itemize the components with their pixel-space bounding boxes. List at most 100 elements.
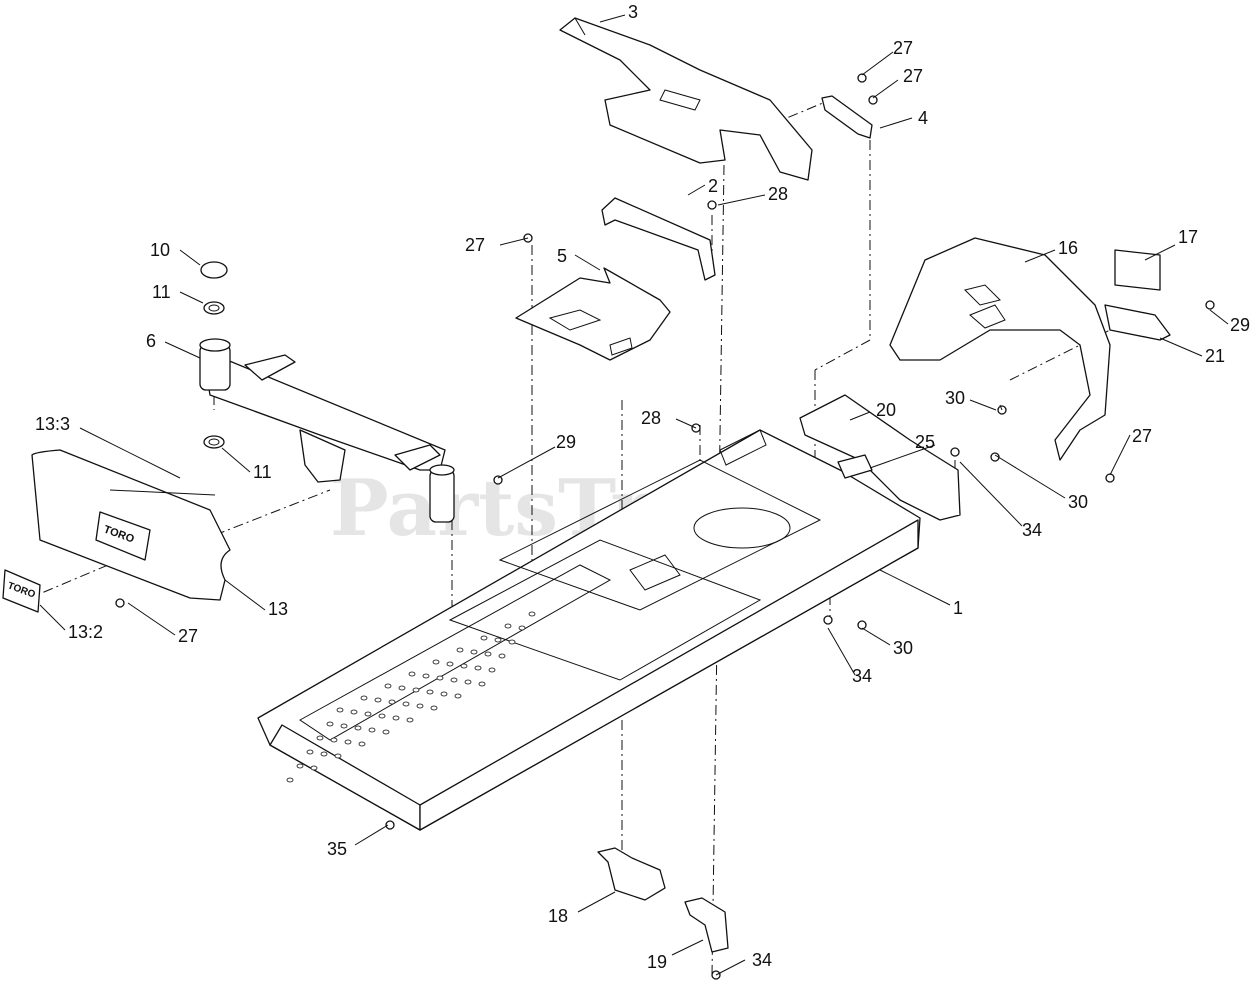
frame-hole — [392, 715, 400, 721]
frame-hole — [480, 635, 488, 641]
channel-bracket-2 — [601, 197, 716, 281]
bearing-11-bottom — [203, 435, 225, 449]
callout-25: 25 — [915, 432, 935, 452]
callout-35: 35 — [327, 839, 347, 859]
bracket-4 — [821, 95, 873, 139]
callout-28b: 28 — [641, 408, 661, 428]
callout-13-2: 13:2 — [68, 622, 103, 642]
fastener — [950, 447, 960, 457]
frame-hole — [484, 651, 492, 657]
frame-hole — [416, 703, 424, 709]
frame-hole — [470, 649, 478, 655]
frame-hole — [354, 725, 362, 731]
toro-logo-13-3 — [95, 511, 151, 561]
frame-hole — [474, 665, 482, 671]
frame-hole — [334, 753, 342, 759]
fastener — [493, 475, 503, 485]
callout-19: 19 — [647, 952, 667, 972]
callout-34b: 34 — [1022, 520, 1042, 540]
cap-10 — [200, 261, 228, 279]
frame-hole — [430, 705, 438, 711]
frame-hole — [464, 679, 472, 685]
callout-2: 2 — [708, 176, 718, 196]
frame-hole — [384, 683, 392, 689]
hardware — [115, 73, 1215, 980]
frame-hole — [388, 699, 396, 705]
frame-hole — [460, 663, 468, 669]
frame-hole — [360, 695, 368, 701]
callout-18: 18 — [548, 906, 568, 926]
callout-27c: 27 — [465, 235, 485, 255]
frame-hole — [528, 611, 536, 617]
fastener — [115, 598, 125, 608]
frame-hole — [344, 739, 352, 745]
frame-hole — [286, 777, 294, 783]
frame-hole — [488, 667, 496, 673]
pivot-tube-6 — [199, 338, 455, 523]
frame-hole — [440, 691, 448, 697]
bracket-18 — [597, 847, 666, 901]
frame-hole — [504, 623, 512, 629]
bearing-11-top — [203, 301, 225, 315]
callout-27e: 27 — [1132, 426, 1152, 446]
frame-hole — [408, 671, 416, 677]
frame-hole — [320, 751, 328, 757]
callout-28a: 28 — [768, 184, 788, 204]
frame-hole — [340, 723, 348, 729]
frame-hole — [494, 637, 502, 643]
callout-20: 20 — [876, 400, 896, 420]
fastener — [385, 820, 395, 830]
frame-hole — [316, 735, 324, 741]
callout-17: 17 — [1178, 227, 1198, 247]
main-frame — [257, 429, 921, 831]
bearing-parts — [200, 261, 228, 449]
callout-13-3: 13:3 — [35, 414, 70, 434]
rear-bracket-20 — [799, 394, 961, 521]
callout-13: 13 — [268, 599, 288, 619]
leader-lines — [39, 14, 1229, 976]
frame-hole — [398, 685, 406, 691]
fastener — [823, 615, 833, 625]
callout-34c: 34 — [852, 666, 872, 686]
frame-hole — [412, 687, 420, 693]
seat-support-16 — [889, 237, 1111, 461]
callout-11a: 11 — [152, 282, 171, 302]
fastener — [857, 73, 867, 83]
bracket-21 — [1104, 304, 1171, 341]
callout-16: 16 — [1058, 238, 1078, 258]
frame-hole — [446, 661, 454, 667]
decal-17 — [1114, 249, 1161, 291]
frame-hole — [368, 727, 376, 733]
frame-hole — [450, 677, 458, 683]
frame-hole — [406, 717, 414, 723]
frame-hole — [436, 675, 444, 681]
callout-4: 4 — [918, 108, 928, 128]
fastener — [1105, 473, 1115, 483]
front-shield-13: TORO TORO — [2, 449, 231, 613]
frame-hole — [358, 741, 366, 747]
callout-10: 10 — [150, 240, 170, 260]
bracket-25 — [837, 454, 873, 479]
callout-34d: 34 — [752, 950, 772, 970]
callout-30c: 30 — [893, 638, 913, 658]
fastener — [857, 620, 867, 630]
frame-hole — [422, 673, 430, 679]
frame-hole — [374, 697, 382, 703]
frame-hole — [518, 625, 526, 631]
callout-27b: 27 — [903, 66, 923, 86]
top-cross-member — [559, 17, 813, 181]
frame-hole — [432, 659, 440, 665]
callout-1: 1 — [953, 598, 963, 618]
callout-34a: 30 — [945, 388, 965, 408]
frame-hole — [478, 681, 486, 687]
callout-11b: 11 — [253, 462, 272, 482]
frame-hole — [498, 653, 506, 659]
frame-hole — [402, 701, 410, 707]
frame-hole — [454, 693, 462, 699]
callout-27d: 27 — [178, 626, 198, 646]
frame-hole — [426, 689, 434, 695]
frame-hole — [306, 749, 314, 755]
toro-decal-13-2 — [2, 569, 41, 613]
